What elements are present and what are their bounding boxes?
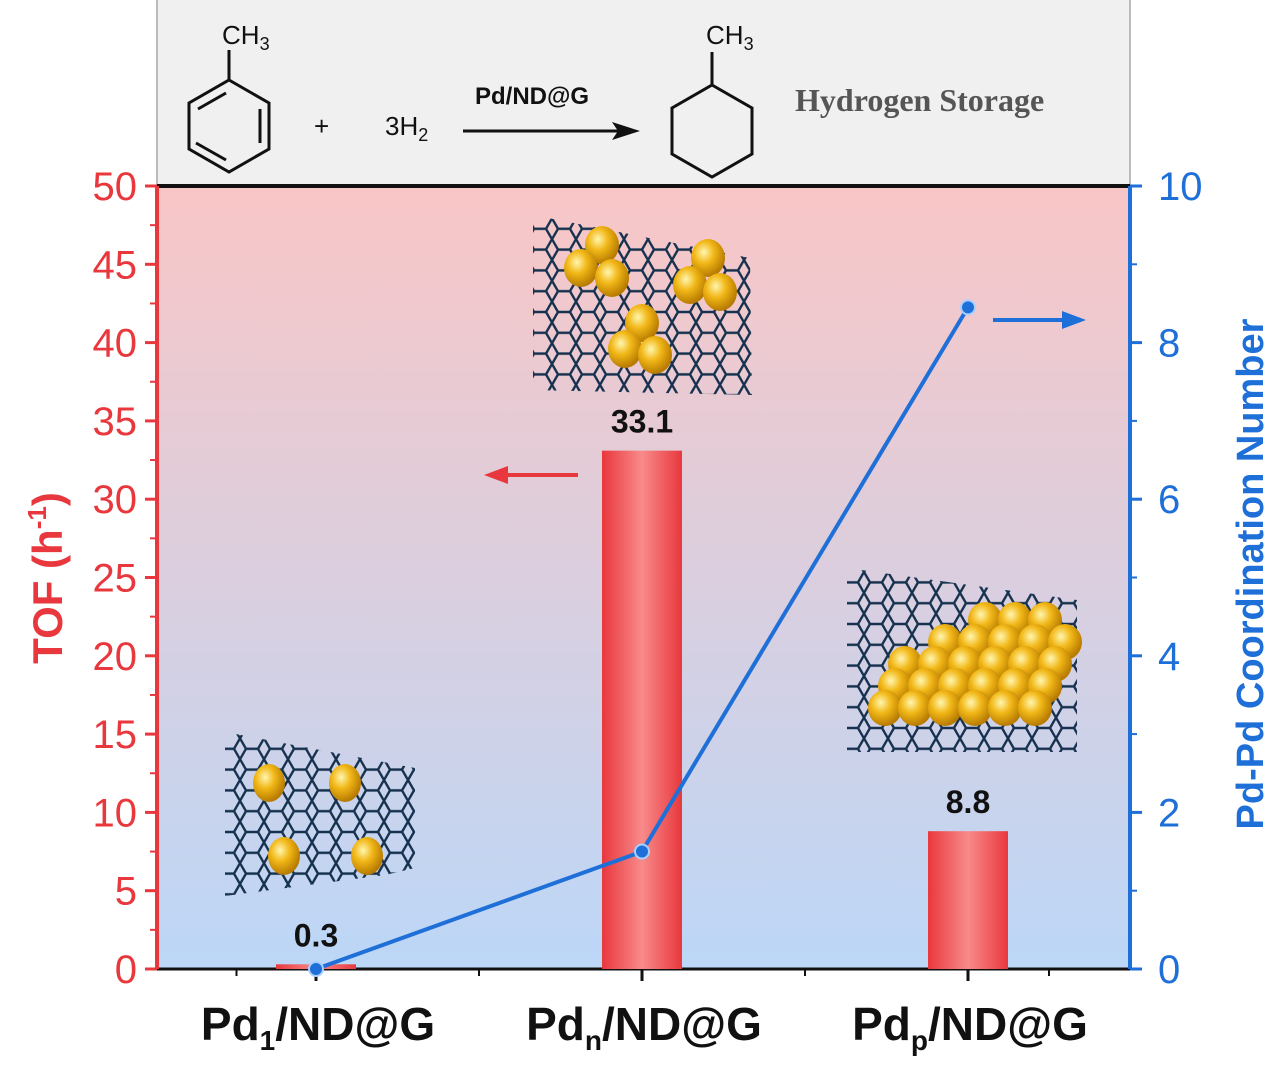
right-tick-label: 2	[1158, 791, 1180, 835]
right-tick-label: 6	[1158, 478, 1180, 522]
left-tick-label: 30	[93, 478, 138, 522]
right-tick-label: 0	[1158, 948, 1180, 992]
pdp-graphene-inset	[847, 568, 1082, 752]
category-label: Pdn/ND@G	[526, 998, 762, 1056]
methylcyclohexane-structure	[670, 52, 754, 179]
left-tick-label: 0	[115, 948, 137, 992]
product-methyl-label: CH3	[706, 20, 754, 54]
left-tick-label: 35	[93, 400, 138, 444]
left-axis-arrow	[484, 466, 578, 484]
left-tick-label: 25	[93, 557, 138, 601]
pdn-graphene-inset	[533, 215, 752, 395]
category-labels: Pd1/ND@G Pdn/ND@G Pdp/ND@G	[201, 998, 1088, 1056]
left-tick-label: 10	[93, 791, 138, 835]
left-axis-ticks: 0 5 10 15 20 25 30 35 40 45 50	[93, 165, 157, 992]
left-axis-title: TOF (h-1)	[22, 492, 71, 664]
right-axis-ticks: 0 2 4 6 8 10	[1130, 165, 1203, 992]
pd-particle	[928, 690, 962, 726]
plus-sign: +	[314, 111, 329, 141]
hydrogen-label: 3H2	[385, 111, 428, 145]
toluene-structure	[187, 50, 271, 174]
left-tick-label: 5	[115, 870, 137, 914]
category-ticks	[235, 969, 1050, 981]
bar-series	[276, 450, 1008, 969]
category-label: Pd1/ND@G	[201, 998, 435, 1056]
hydrogen-storage-caption: Hydrogen Storage	[795, 82, 1044, 118]
right-axis-title: Pd-Pd Coordination Number	[1230, 318, 1272, 829]
toluene-methyl-label: CH3	[222, 20, 270, 54]
bar-value-label: 0.3	[294, 917, 338, 953]
left-tick-label: 50	[93, 165, 138, 209]
right-tick-label: 8	[1158, 322, 1180, 366]
bar-value-label: 33.1	[611, 404, 673, 440]
pd-particle	[958, 690, 992, 726]
left-tick-label: 40	[93, 322, 138, 366]
right-tick-label: 10	[1158, 165, 1203, 209]
bar-value-label: 8.8	[946, 784, 990, 820]
right-tick-label: 4	[1158, 635, 1180, 679]
pd-particle	[988, 690, 1022, 726]
reaction-arrow	[463, 122, 640, 140]
bar-data-labels: 0.3 33.1 8.8	[294, 404, 990, 954]
pd1-graphene-inset	[225, 732, 415, 896]
pd-particle	[898, 690, 932, 726]
category-label: Pdp/ND@G	[852, 998, 1088, 1056]
pd-particle	[1018, 690, 1052, 726]
line-series	[308, 299, 976, 977]
left-tick-label: 45	[93, 243, 138, 287]
bar	[602, 450, 682, 969]
line-point	[308, 961, 324, 977]
reaction-scheme: CH3 + 3H2 Pd/ND@G CH3 Hydrogen Storage	[156, 0, 1131, 186]
left-tick-label: 15	[93, 713, 138, 757]
line-point	[634, 843, 650, 860]
bar	[928, 831, 1008, 969]
catalyst-label: Pd/ND@G	[475, 83, 589, 110]
pd-particle	[868, 690, 902, 726]
right-axis-arrow	[993, 311, 1086, 329]
left-tick-label: 20	[93, 635, 138, 679]
line-point	[960, 299, 976, 316]
